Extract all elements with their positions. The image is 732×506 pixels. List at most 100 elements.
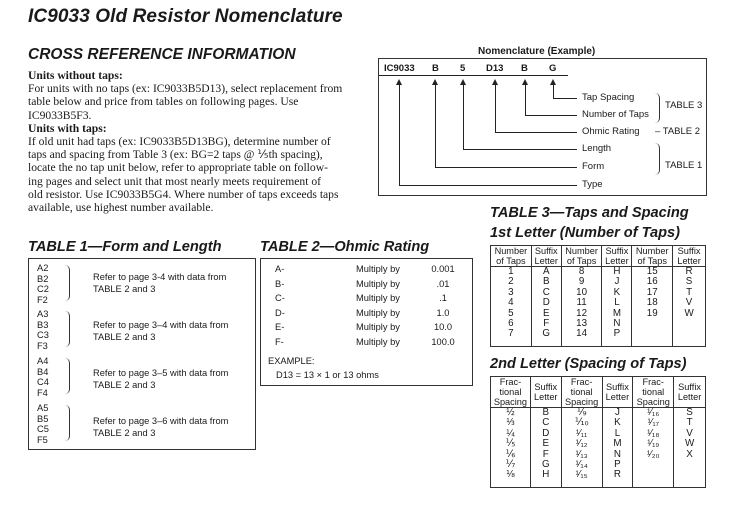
table-cell: 12 [576, 307, 588, 319]
table-cell: R [613, 469, 621, 481]
first-letter-heading: 1st Letter (Number of Taps) [490, 225, 681, 241]
form-code: C3 [37, 330, 49, 341]
table-cell: ⅐ [505, 459, 516, 471]
form-code: F2 [37, 294, 48, 305]
col-header-line: Spacing [564, 397, 599, 407]
table-cell: D [542, 297, 550, 309]
ohmic-letter: F- [275, 336, 284, 347]
table-cell: F [543, 318, 550, 330]
table3-title: TABLE 3—Taps and Spacing [490, 205, 689, 221]
table2-box: A- B- C- D- E- F- Multiply by Multiply b… [260, 258, 473, 386]
table1-note-line: Refer to page 3-4 with data from [93, 272, 227, 282]
brace-icon [65, 405, 70, 441]
form-code: A5 [37, 403, 49, 413]
table-cell: J [614, 407, 620, 418]
table-cell: W [684, 438, 695, 450]
ohmic-value: 10.0 [433, 322, 453, 333]
table-cell: 15 [646, 266, 658, 277]
col-header-line: tional [570, 387, 593, 397]
ohmic-letter: E- [275, 322, 285, 333]
table1-box: A2 B2 C2 F2 Refer to page 3-4 with data … [28, 258, 256, 450]
table-cell: S [685, 276, 693, 288]
table1-group: A3 B3 C3 F3 [37, 309, 49, 351]
table-cell: 7 [508, 328, 514, 340]
form-code: F4 [37, 387, 48, 398]
label-type: Type [582, 179, 603, 190]
ohmic-label: Multiply by [356, 336, 400, 347]
table1-note: Refer to page 3-4 with data from TABLE 2… [93, 271, 226, 295]
table-cell: ⅑ [576, 407, 587, 418]
table-cell: V [686, 427, 693, 439]
table-cell: G [541, 459, 550, 471]
ohmic-value: 0.001 [431, 264, 455, 274]
ohmic-label: Multiply by [356, 264, 400, 274]
table-cell: 5 [508, 307, 514, 319]
with-taps-heading: Units with taps: [28, 121, 107, 135]
ohmic-letter: B- [275, 278, 285, 289]
table-cell: P [613, 328, 621, 340]
table-cell: ¹⁄₁₄ [575, 459, 588, 471]
example-label: EXAMPLE: [268, 356, 315, 366]
table2-title: TABLE 2—Ohmic Rating [260, 239, 430, 255]
table1-note: Refer to page 3–4 with data from TABLE 2… [93, 319, 228, 343]
label-length: Length [582, 143, 612, 154]
form-code: B3 [37, 319, 49, 330]
col-header-line: of Taps [496, 256, 526, 266]
table1-note-line: Refer to page 3–4 with data from [93, 320, 229, 330]
table-cell: J [614, 276, 620, 288]
form-code: A2 [37, 263, 49, 273]
table-cell: ¹⁄₁₆ [647, 407, 660, 418]
ohmic-value: .1 [439, 293, 447, 304]
table-cell: T [686, 417, 693, 429]
table-cell: 8 [578, 266, 585, 277]
col-header-line: Frac- [642, 377, 664, 387]
nomenclature-code-length: 5 [460, 63, 466, 74]
table-cell: M [612, 307, 621, 319]
table-cell: P [614, 459, 621, 471]
table-cell: C [542, 286, 550, 298]
table-cell: ⅙ [505, 448, 516, 460]
table1-note: Refer to page 3–5 with data from TABLE 2… [93, 367, 228, 391]
table-cell: ¹⁄₁₃ [575, 448, 588, 460]
no-taps-heading: Units without taps: [28, 69, 123, 82]
page-title: IC9033 Old Resistor Nomenclature [28, 6, 343, 27]
form-code: C4 [37, 377, 49, 388]
col-header-line: Suffix [534, 246, 558, 256]
table1-note-line: Refer to page 3–5 with data from [93, 368, 229, 378]
table1-note-line: TABLE 2 and 3 [93, 380, 156, 390]
table-cell: M [613, 438, 622, 450]
ohmic-label: Multiply by [356, 278, 400, 289]
arrow-up-icon [460, 79, 466, 85]
col-header-line: Suffix [605, 246, 629, 256]
table-cell: ¹⁄₁₇ [647, 417, 660, 429]
col-header-line: Letter [677, 392, 702, 402]
arrow-up-icon [432, 79, 438, 85]
table-cell: ⅓ [506, 417, 515, 429]
arrow-up-icon [492, 79, 498, 85]
col-header-line: Letter [605, 392, 630, 402]
col-header-line: Number [494, 246, 528, 256]
col-header-line: Letter [534, 392, 558, 402]
label-tap-spacing: Tap Spacing [582, 92, 635, 103]
table-cell: N [613, 318, 621, 330]
col-header-line: Frac- [499, 377, 522, 387]
table-cell: S [686, 407, 693, 418]
nomenclature-code-ohmic: D13 [486, 63, 504, 74]
table2-letters: A- B- C- D- E- F- [275, 262, 285, 350]
nomenclature-code-taps: B [521, 63, 528, 74]
table-cell: 18 [646, 297, 658, 309]
table-cell: 17 [646, 286, 658, 298]
table1-note-line: TABLE 2 and 3 [93, 332, 156, 342]
